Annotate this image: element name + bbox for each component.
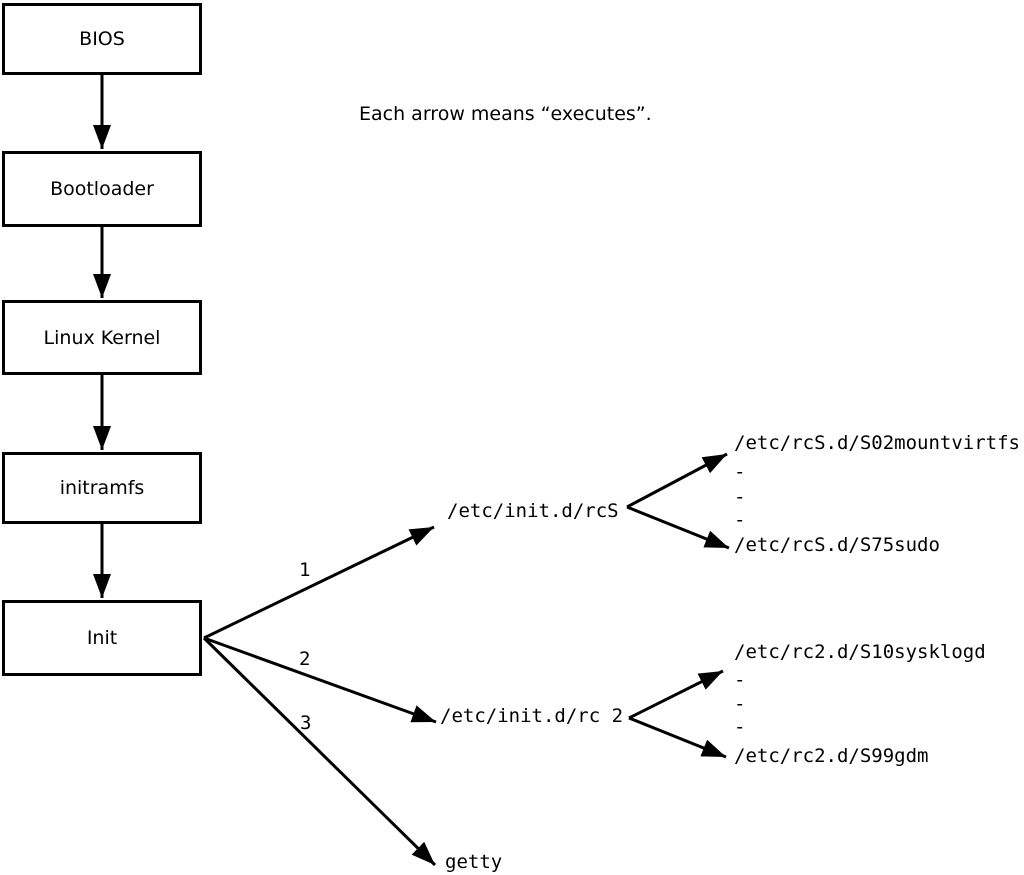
rc2-script-path: /etc/init.d/rc 2	[440, 705, 624, 727]
initramfs-box: initramfs	[2, 452, 202, 524]
bios-box-label: BIOS	[79, 28, 125, 50]
getty-label: getty	[445, 851, 503, 873]
arrow-rcs-to-s02mountvirtfs	[626, 452, 728, 509]
rcs-script-path: /etc/init.d/rcS	[447, 500, 619, 522]
rcs-ellipsis-dash: -	[734, 461, 746, 483]
arrow-order-label-1: 1	[299, 559, 311, 581]
arrow-init-to-getty	[202, 636, 437, 867]
rcs-ellipsis-dash: -	[734, 509, 746, 531]
initramfs-box-label: initramfs	[59, 477, 145, 499]
arrow-init-to-rc2	[203, 636, 437, 724]
rcs-ellipsis-dash: -	[734, 486, 746, 508]
arrow-rc2-to-s10sysklogd	[628, 669, 724, 720]
arrow-init-to-rcs	[203, 525, 435, 640]
bios-box: BIOS	[2, 3, 202, 75]
rc2-first-script-path: /etc/rc2.d/S10sysklogd	[734, 641, 986, 663]
init-box: Init	[2, 600, 202, 676]
arrow-rc2-to-s99gdm	[628, 716, 727, 759]
bootloader-box-label: Bootloader	[50, 178, 154, 200]
rcs-last-script-path: /etc/rcS.d/S75sudo	[734, 534, 940, 556]
legend-text: Each arrow means “executes”.	[359, 103, 652, 125]
rcs-first-script-path: /etc/rcS.d/S02mountvirtfs	[734, 432, 1020, 454]
init-box-label: Init	[86, 627, 118, 649]
arrow-rcs-to-s75sudo	[626, 505, 730, 550]
linux-kernel-box-label: Linux Kernel	[43, 326, 161, 349]
rc2-ellipsis-dash: -	[734, 693, 746, 715]
rc2-last-script-path: /etc/rc2.d/S99gdm	[734, 745, 929, 767]
rc2-ellipsis-dash: -	[734, 716, 746, 738]
rc2-ellipsis-dash: -	[734, 669, 746, 691]
bootloader-box: Bootloader	[2, 151, 202, 227]
arrow-order-label-3: 3	[300, 712, 312, 734]
linux-kernel-box: Linux Kernel	[2, 300, 202, 375]
arrow-order-label-2: 2	[299, 648, 311, 670]
